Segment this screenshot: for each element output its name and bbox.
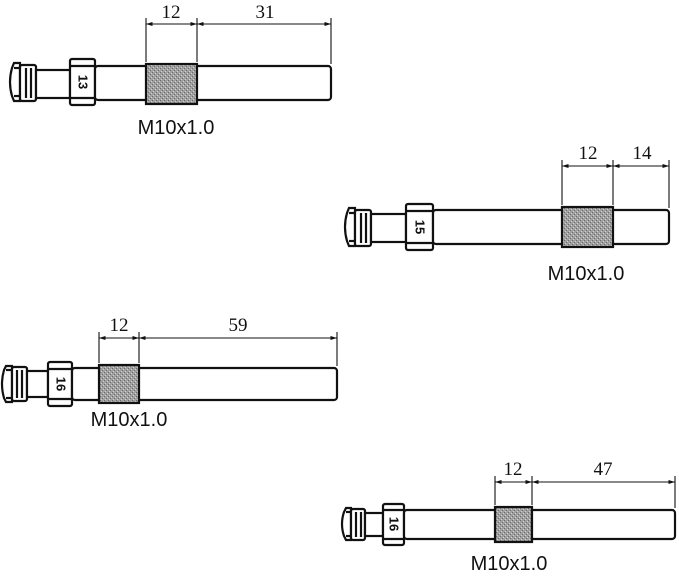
dimension-lines-part-3 (98, 332, 338, 366)
thread-spec-label: M10x1.0 (548, 263, 625, 285)
coupling-ring (10, 365, 29, 403)
neck (34, 68, 72, 100)
coupling-ring (353, 208, 373, 248)
coupling-ring (349, 507, 367, 542)
fitting-part-2 (343, 202, 671, 252)
thread-section (97, 363, 141, 405)
body-tube (93, 64, 333, 102)
dimension-tube-length: 14 (633, 143, 653, 164)
hex-size-label: 16 (387, 517, 402, 531)
neck (363, 511, 385, 538)
hex-size-label: 13 (76, 75, 91, 89)
thread-spec-label: M10x1.0 (138, 117, 215, 139)
fitting-part-4 (340, 502, 677, 547)
coupling-ring (18, 63, 38, 103)
coupling-tip (0, 364, 14, 404)
dimension-lines-part-1 (145, 18, 332, 64)
thread-spec-label: M10x1.0 (471, 553, 548, 575)
dimension-lines-part-4 (494, 476, 676, 508)
thread-section (493, 505, 534, 544)
hex-size-label: 15 (413, 220, 428, 234)
dimension-thread-length: 12 (504, 459, 523, 480)
hex-size-label: 16 (54, 377, 69, 391)
dimension-lines-part-2 (561, 160, 670, 208)
dimension-thread-length: 12 (110, 315, 129, 336)
dimension-tube-length: 59 (229, 315, 248, 336)
thread-spec-label: M10x1.0 (91, 409, 168, 431)
thread-section (560, 205, 615, 249)
fitting-part-1 (8, 57, 333, 107)
body-tube (431, 208, 671, 246)
body-tube (402, 508, 677, 541)
dimension-tube-length: 47 (594, 459, 613, 480)
dimension-tube-length: 31 (256, 2, 275, 23)
dimension-thread-length: 12 (579, 143, 598, 164)
neck (25, 369, 50, 399)
neck (369, 212, 408, 244)
fitting-part-3 (0, 360, 339, 408)
thread-section (144, 62, 199, 106)
dimension-thread-length: 12 (162, 2, 181, 23)
